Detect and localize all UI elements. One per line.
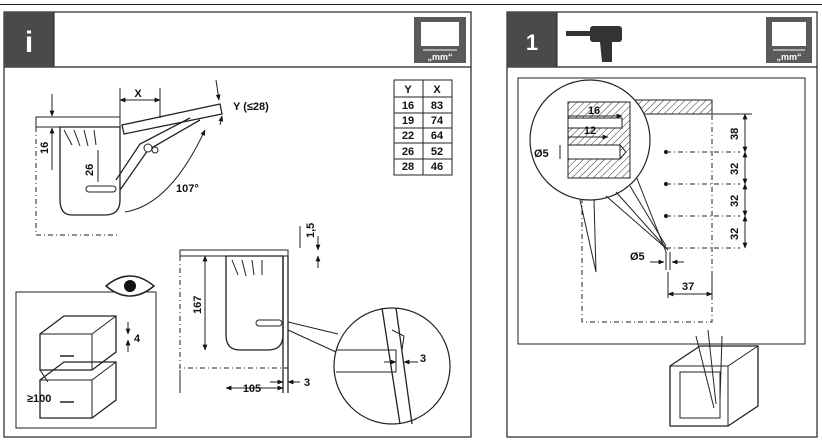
label-26: 26 [84,164,96,176]
page-top-rule [0,4,822,5]
drawer-inset: 4 ≥100 [15,275,157,429]
label-angle: 107° [176,183,199,195]
left-panel: i „mm“ Y X 16 83 19 74 22 64 26 5 [3,11,472,438]
step-badge [507,12,557,67]
upper-hinge-drawing: X Y (≤28) 16 26 107° [35,79,269,236]
right-panel: 1 „mm“ [506,11,818,438]
label-dia-5-top: Ø5 [534,148,549,160]
label-12-detail: 12 [584,125,596,137]
lower-hinge-drawing: 1,5 167 105 3 3 [179,223,451,425]
table-cell: 64 [431,130,444,142]
label-32-b: 32 [729,195,741,207]
table-cell: 16 [402,100,414,112]
label-dia-5-bottom: Ø5 [630,251,645,263]
label-32-c: 32 [729,228,741,240]
mm-unit-icon: „mm“ [414,17,466,63]
table-cell: 74 [431,115,444,127]
table-header-y: Y [404,84,412,96]
table-cell: 26 [402,146,414,158]
label-3-detail: 3 [420,353,426,365]
label-3-bottom: 3 [304,377,310,389]
label-4: 4 [134,333,141,345]
detail-magnifier: 16 12 Ø5 [529,79,669,273]
table-cell: 19 [402,115,414,127]
info-badge-text: i [25,26,33,59]
eye-icon [104,275,156,297]
label-16: 16 [39,142,51,154]
label-167: 167 [192,296,204,314]
label-105: 105 [243,383,261,395]
svg-text:„mm“: „mm“ [776,52,801,62]
label-y-limit: Y (≤28) [233,101,269,113]
table-header-x: X [433,84,441,96]
y-x-table: Y X 16 83 19 74 22 64 26 52 28 46 [393,79,453,176]
label-100: ≥100 [27,393,51,405]
table-cell: 28 [402,161,414,173]
label-32-a: 32 [729,163,741,175]
label-38: 38 [729,128,741,140]
label-37: 37 [682,281,694,293]
table-cell: 83 [431,100,443,112]
drill-icon [566,26,622,62]
table-cell: 46 [431,161,443,173]
svg-text:„mm“: „mm“ [427,52,452,62]
cabinet-top-board [631,99,713,115]
drill-holes [664,150,740,270]
label-16-detail: 16 [588,105,600,117]
label-1-5: 1,5 [305,223,317,238]
table-cell: 52 [431,146,443,158]
table-cell: 22 [402,130,414,142]
step-badge-text: 1 [526,30,538,55]
info-badge [4,12,54,67]
label-x: X [134,88,142,100]
cabinet-3d-view [669,329,759,427]
mm-unit-icon: „mm“ [766,17,812,63]
